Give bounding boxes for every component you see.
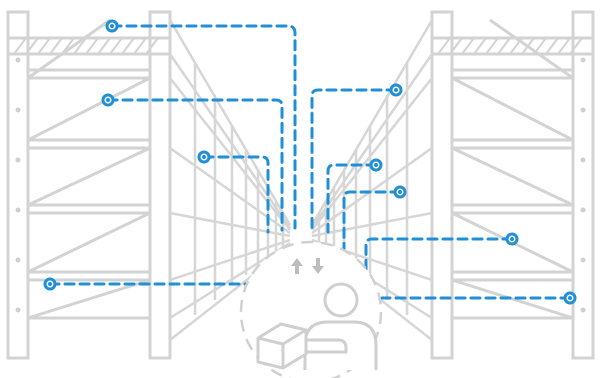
left-rack-upright-inner <box>150 12 170 358</box>
left-rack-bolts <box>16 58 21 313</box>
left-rack <box>8 12 170 358</box>
left-rack-upright-outer <box>8 12 28 358</box>
left-rack-hatch <box>14 38 158 54</box>
right-rack-hatch <box>438 38 582 54</box>
route-6 <box>344 192 400 254</box>
right-rack-upright-outer <box>573 12 593 358</box>
right-rack-bolts <box>581 58 586 313</box>
worker-head <box>325 284 357 316</box>
right-rack <box>432 12 593 358</box>
right-rack-upright-inner <box>432 12 452 358</box>
